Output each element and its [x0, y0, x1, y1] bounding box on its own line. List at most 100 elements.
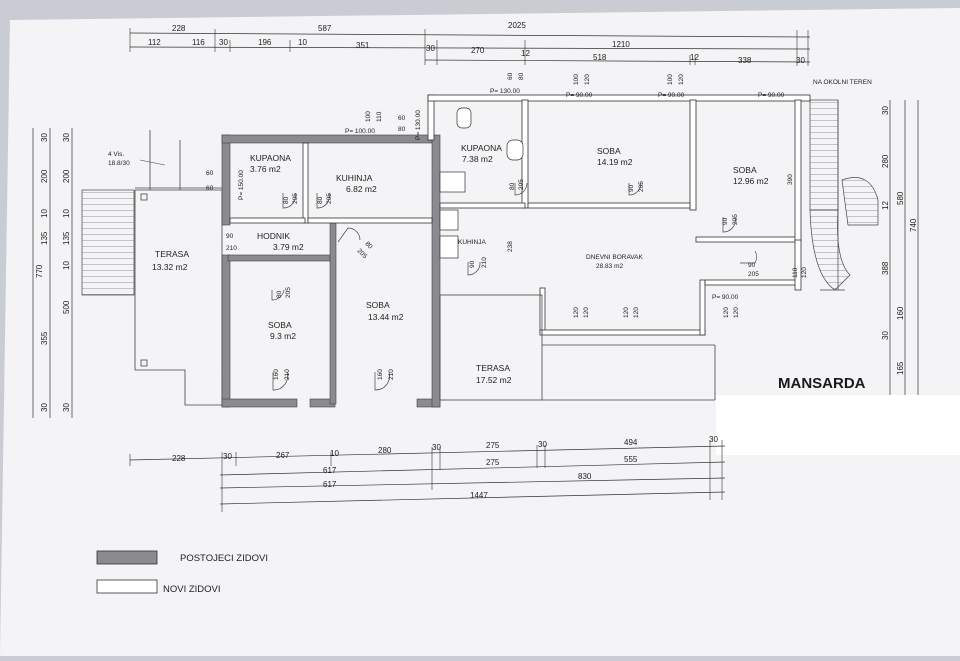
- svg-text:120: 120: [584, 74, 591, 85]
- legend-new-swatch: [96, 579, 158, 594]
- room-soba-small-name: SOBA: [268, 320, 292, 330]
- svg-text:135: 135: [40, 231, 49, 245]
- room-kuhinja-small-name: KUHINJA: [458, 239, 486, 246]
- svg-text:90: 90: [628, 184, 635, 192]
- dim-top-196: 196: [258, 38, 272, 47]
- paper-background: [0, 8, 960, 656]
- svg-text:120: 120: [573, 307, 580, 318]
- svg-text:160: 160: [377, 369, 384, 380]
- room-labels: KUPAONA 3.76 m2 KUHINJA 6.82 m2 HODNIK 3…: [250, 143, 769, 385]
- svg-text:30: 30: [538, 440, 547, 449]
- svg-text:238: 238: [507, 241, 514, 252]
- svg-text:210: 210: [481, 257, 488, 268]
- right-stairs: [809, 99, 879, 291]
- top-dimension-chains: [129, 28, 811, 66]
- room-hodnik-name: HODNIK: [257, 231, 290, 241]
- room-soba-top-area: 14.19 m2: [597, 157, 633, 167]
- svg-text:228: 228: [172, 454, 186, 463]
- svg-text:90: 90: [748, 262, 756, 269]
- plan-title: MANSARDA: [778, 375, 866, 392]
- svg-text:80: 80: [317, 196, 324, 204]
- svg-text:10: 10: [330, 449, 339, 458]
- svg-text:12: 12: [881, 201, 890, 210]
- svg-text:205: 205: [285, 287, 292, 298]
- svg-text:160: 160: [896, 306, 905, 320]
- opening-dimensions: 80 205 80 205 90 210 80 205 80 205 160 2…: [206, 72, 808, 380]
- dim-top-12b: 12: [690, 53, 699, 62]
- svg-text:30: 30: [62, 133, 71, 142]
- dim-right-740: 740: [909, 218, 918, 232]
- svg-text:355: 355: [40, 331, 49, 345]
- svg-text:90: 90: [226, 233, 234, 240]
- parapet-7: P= 90.00: [758, 92, 785, 99]
- svg-text:275: 275: [486, 458, 500, 467]
- dim-top-587: 587: [318, 24, 332, 33]
- dim-top-270: 270: [471, 46, 485, 55]
- room-kupaona-left-area: 3.76 m2: [250, 164, 281, 174]
- white-label-patch: [716, 395, 960, 455]
- legend-new-label: NOVI ZIDOVI: [163, 584, 221, 595]
- svg-text:60: 60: [206, 185, 214, 192]
- svg-text:160: 160: [273, 369, 280, 380]
- svg-text:120: 120: [801, 267, 808, 278]
- left-stairs: 4 Vis. 18.8/30: [81, 151, 166, 296]
- room-terasa-left-area: 13.32 m2: [152, 262, 188, 272]
- dim-top-30a: 30: [219, 38, 228, 47]
- legend-existing-swatch: [96, 550, 158, 565]
- svg-text:10: 10: [62, 209, 71, 218]
- svg-text:275: 275: [486, 441, 500, 450]
- dim-top-1210: 1210: [612, 40, 630, 49]
- room-terasa-bottom-name: TERASA: [476, 363, 510, 373]
- room-soba-right-area: 12.96 m2: [733, 176, 769, 186]
- svg-text:210: 210: [226, 245, 237, 252]
- stairs-label: 4 Vis.: [108, 151, 124, 158]
- svg-text:120: 120: [678, 74, 685, 85]
- dim-left-770: 770: [35, 264, 44, 278]
- svg-text:617: 617: [323, 480, 337, 489]
- dim-top-30b: 30: [426, 44, 435, 53]
- right-dimension-values: 30 280 12 388 30 580 160 165 740: [881, 106, 918, 375]
- svg-text:120: 120: [623, 307, 630, 318]
- bottom-dimension-values: 228 30 267 10 280 30 275 30 494 30 617 2…: [172, 435, 718, 500]
- svg-text:280: 280: [378, 446, 392, 455]
- svg-text:60: 60: [507, 72, 514, 80]
- right-dimension-chains: [889, 100, 919, 395]
- svg-text:30: 30: [709, 435, 718, 444]
- room-hodnik-area: 3.79 m2: [273, 242, 304, 252]
- sanitary-fixtures: [439, 107, 524, 259]
- room-kupaona-mid-area: 7.38 m2: [462, 154, 493, 164]
- svg-text:10: 10: [62, 261, 71, 270]
- top-dimension-values: 228 587 2025 112 116 30 196 10 351 30 27…: [148, 21, 805, 65]
- svg-text:1447: 1447: [470, 491, 488, 500]
- svg-text:30: 30: [62, 403, 71, 412]
- svg-text:388: 388: [881, 261, 890, 275]
- svg-text:30: 30: [881, 106, 890, 115]
- svg-text:200: 200: [40, 169, 49, 183]
- parapet-heights: P= 150.00 P= 100.00 P= 130.00 P= 130.00 …: [238, 88, 785, 301]
- room-dnevni-name: DNEVNI BORAVAK: [586, 254, 643, 261]
- room-kupaona-left-name: KUPAONA: [250, 153, 291, 163]
- room-kuhinja-left-name: KUHINJA: [336, 173, 373, 183]
- svg-text:205: 205: [732, 214, 739, 225]
- svg-text:30: 30: [40, 133, 49, 142]
- svg-text:30: 30: [223, 452, 232, 461]
- room-kupaona-mid-name: KUPAONA: [461, 143, 502, 153]
- dim-top-351: 351: [356, 41, 370, 50]
- parapet-1: P= 150.00: [238, 170, 245, 200]
- svg-text:390: 390: [787, 174, 794, 185]
- room-soba-mid-area: 13.44 m2: [368, 312, 404, 322]
- room-dnevni-area: 28.83 m2: [596, 263, 623, 270]
- left-dimension-values: 30 200 10 135 355 30 770 30 200 10 135 1…: [35, 133, 71, 412]
- svg-text:165: 165: [896, 361, 905, 375]
- svg-text:280: 280: [881, 154, 890, 168]
- dim-top-518: 518: [593, 53, 607, 62]
- svg-text:30: 30: [881, 331, 890, 340]
- svg-text:90: 90: [722, 217, 729, 225]
- dim-top-228: 228: [172, 24, 186, 33]
- svg-text:135: 135: [62, 231, 71, 245]
- left-dimension-chains: [32, 128, 73, 418]
- svg-text:555: 555: [624, 455, 638, 464]
- svg-text:10: 10: [40, 209, 49, 218]
